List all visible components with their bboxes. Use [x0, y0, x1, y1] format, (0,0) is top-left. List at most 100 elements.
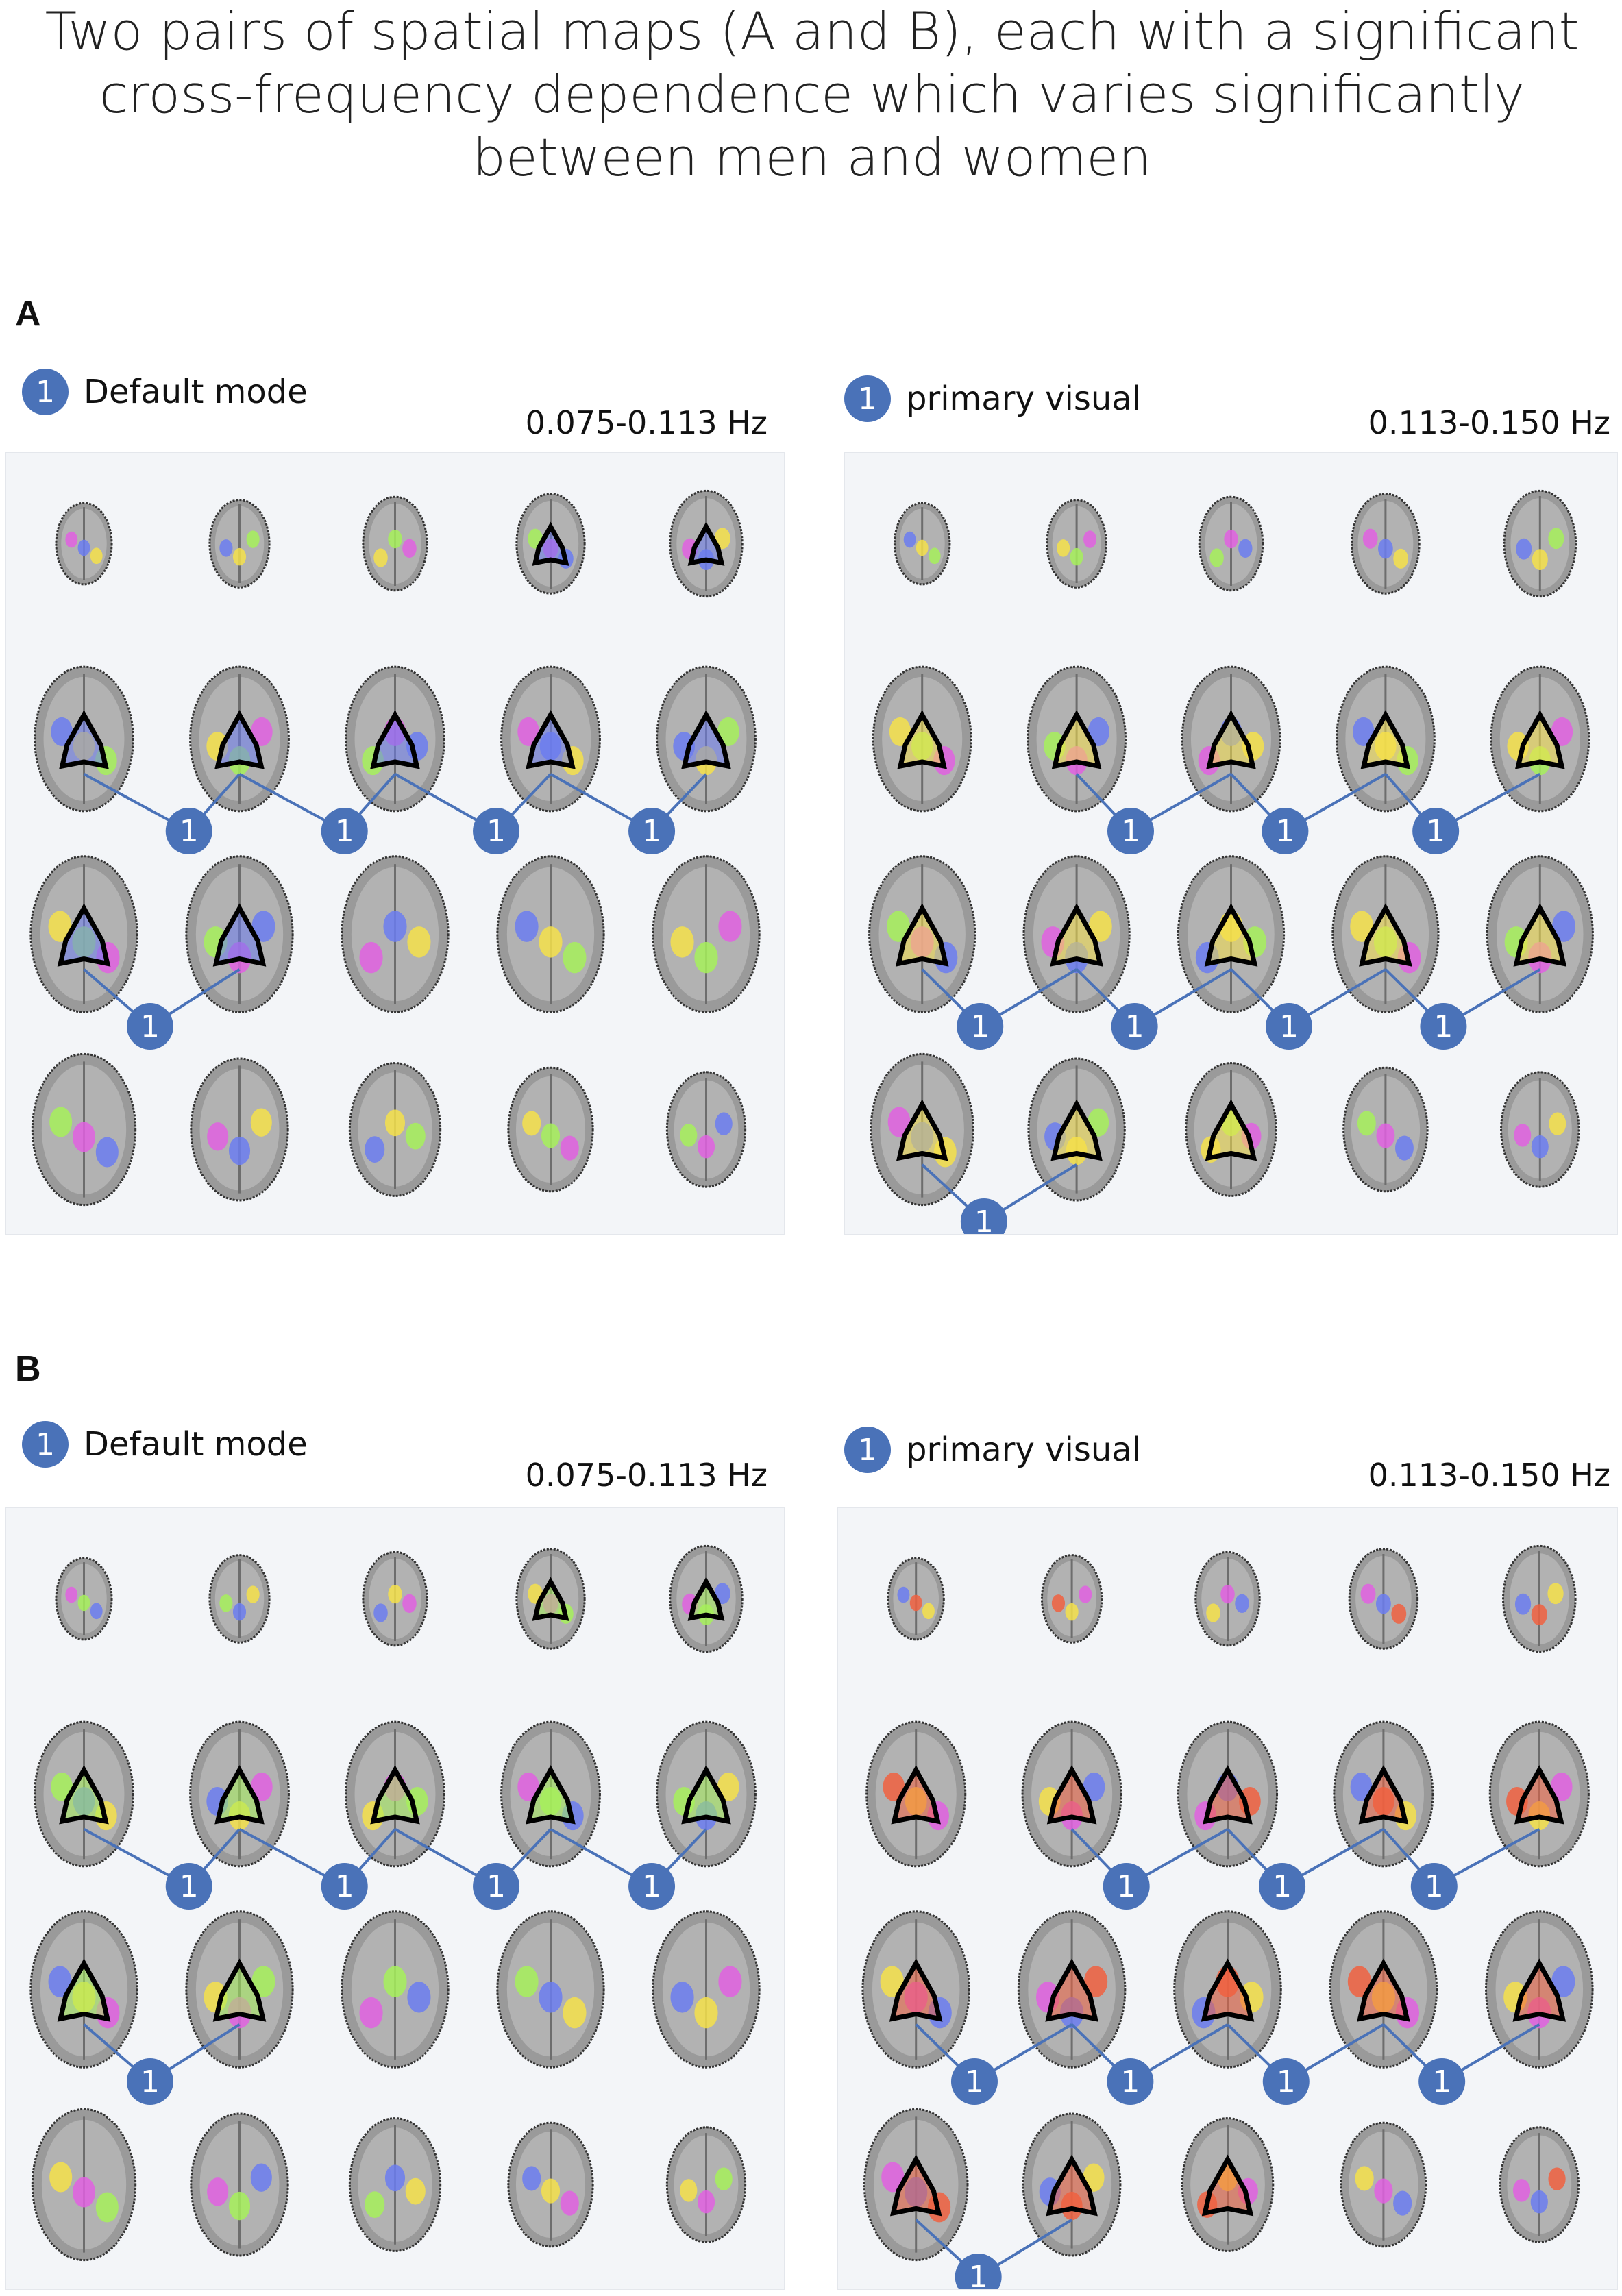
region-outline [889, 1958, 943, 2022]
region-outline [1512, 1958, 1566, 2022]
svg-text:1: 1 [487, 814, 506, 849]
brain-slice [1348, 1548, 1419, 1650]
network-name: primary visual [906, 380, 1142, 418]
svg-text:1: 1 [140, 2064, 160, 2099]
brain-slice [893, 502, 951, 586]
network-marker-badge: 1 [1262, 808, 1309, 854]
region-outline [1514, 1765, 1564, 1825]
brain-slice [208, 499, 271, 589]
brain-slice [1040, 1554, 1103, 1644]
network-marker-badge: 1 [22, 1421, 69, 1468]
network-marker-badge: 1 [950, 2058, 998, 2105]
svg-text:1: 1 [969, 2260, 988, 2289]
brain-slice [55, 502, 113, 586]
network-marker-badge: 1 [321, 808, 368, 854]
brain-slice [190, 1057, 289, 1202]
brain-slice [1340, 2121, 1427, 2248]
region-outline [889, 2154, 942, 2217]
region-outline [897, 710, 947, 769]
network-marker-badge: 1 [1412, 808, 1460, 854]
network-marker-badge: 1 [1259, 1863, 1306, 1910]
brain-slice [1198, 495, 1264, 592]
svg-text:1: 1 [1120, 2064, 1140, 2099]
svg-text:1: 1 [642, 814, 661, 849]
svg-text:1: 1 [180, 814, 199, 849]
brain-slice [665, 2126, 747, 2243]
network-marker-badge: 1 [473, 1863, 520, 1910]
network-marker-badge: 1 [126, 1003, 173, 1050]
brain-slice [1500, 1071, 1580, 1188]
svg-text:1: 1 [1432, 2064, 1451, 2099]
brain-slice [31, 2108, 137, 2262]
svg-text:1: 1 [974, 1205, 994, 1234]
region-outline [57, 903, 111, 967]
panel-a-left-frequency: 0.075-0.113 Hz [525, 404, 767, 441]
region-outline [1050, 903, 1103, 967]
region-outline [681, 710, 731, 769]
svg-text:1: 1 [180, 1869, 199, 1904]
brain-slice [1503, 489, 1577, 598]
brain-slice-grid: 1 1 1 1 1 [29, 489, 761, 1207]
region-outline [526, 710, 576, 769]
network-marker-badge: 1 [126, 2058, 173, 2105]
network-marker-badge: 1 [955, 2254, 1002, 2289]
svg-text:1: 1 [1426, 814, 1445, 849]
svg-text:1: 1 [1121, 814, 1140, 849]
title-line-2: cross-frequency dependence which varies … [99, 64, 1525, 125]
svg-text:1: 1 [1425, 1869, 1444, 1904]
region-outline [1201, 2154, 1254, 2217]
region-outline [212, 1958, 267, 2022]
brain-slice [31, 1052, 137, 1207]
brain-slice [652, 1910, 761, 2069]
region-outline [1046, 2154, 1098, 2217]
network-name: Default mode [84, 1425, 308, 1464]
brain-slice [1194, 1551, 1261, 1647]
region-outline [370, 1765, 420, 1825]
region-outline [532, 1577, 569, 1621]
brain-slice [1342, 1066, 1429, 1193]
brain-slice [1351, 493, 1421, 595]
region-outline [1050, 1099, 1103, 1161]
panel-b-left-frequency: 0.075-0.113 Hz [525, 1457, 767, 1494]
svg-text:1: 1 [1434, 1009, 1453, 1044]
brain-slice [208, 1554, 271, 1644]
region-outline [1045, 1958, 1098, 2022]
network-marker-badge: 1 [165, 808, 212, 854]
network-name: Default mode [84, 373, 308, 411]
svg-text:1: 1 [335, 1869, 354, 1904]
region-outline [370, 710, 420, 769]
region-outline [1205, 1099, 1257, 1161]
network-marker-badge: 1 [473, 808, 520, 854]
region-outline [1515, 710, 1565, 769]
brain-slice [887, 1557, 945, 1641]
brain-slice [190, 2112, 289, 2257]
region-outline [59, 710, 109, 769]
region-outline [1357, 1958, 1410, 2022]
region-outline [687, 521, 725, 566]
network-marker-badge: 1 [22, 369, 69, 415]
svg-text:1: 1 [140, 1009, 160, 1044]
region-outline [214, 1765, 265, 1825]
panel-b-right-label: 1 primary visual [844, 1427, 1141, 1473]
network-marker-badge: 1 [1111, 1003, 1158, 1050]
brain-slice [496, 855, 605, 1013]
svg-text:1: 1 [487, 1869, 506, 1904]
region-outline [59, 1765, 109, 1825]
network-marker-badge: 1 [844, 375, 891, 422]
region-outline [891, 1765, 941, 1825]
svg-text:1: 1 [1125, 1009, 1144, 1044]
region-outline [526, 1765, 576, 1825]
network-marker-badge: 1 [960, 1198, 1007, 1234]
region-outline [1206, 710, 1256, 769]
network-marker-badge: 1 [321, 1863, 368, 1910]
network-marker-badge: 1 [165, 1863, 212, 1910]
svg-text:1: 1 [1273, 1869, 1292, 1904]
brain-slice [362, 1551, 428, 1647]
region-outline [1201, 1958, 1255, 2022]
region-outline [1358, 1765, 1409, 1825]
